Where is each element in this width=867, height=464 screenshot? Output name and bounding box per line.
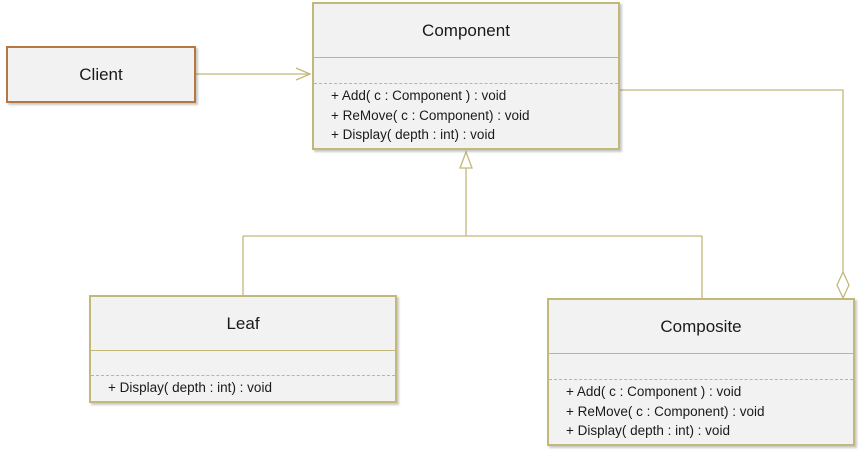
generalization-connector [242, 150, 703, 299]
component-class-box[interactable]: Component + Add( c : Component ) : void … [312, 2, 620, 150]
leaf-method-display: + Display( depth : int) : void [108, 380, 272, 395]
inheritance-triangle-icon [459, 150, 473, 169]
client-class-name: Client [79, 64, 123, 84]
component-attributes [314, 58, 618, 84]
component-class-name: Component [314, 4, 618, 58]
component-methods: + Add( c : Component ) : void + ReMove( … [314, 84, 618, 145]
component-method-add: + Add( c : Component ) : void [331, 88, 507, 103]
component-method-remove: + ReMove( c : Component) : void [331, 107, 530, 123]
composite-methods: + Add( c : Component ) : void + ReMove( … [549, 380, 853, 441]
association-client-component [196, 67, 312, 81]
composite-method-add: + Add( c : Component ) : void [566, 384, 742, 399]
aggregation-diamond-icon [836, 270, 850, 300]
leaf-methods: + Display( depth : int) : void [91, 376, 395, 398]
leaf-class-box[interactable]: Leaf + Display( depth : int) : void [89, 295, 397, 403]
composite-class-name: Composite [549, 300, 853, 354]
composite-method-display: + Display( depth : int) : void [566, 423, 730, 438]
aggregation-composite-component [620, 89, 850, 300]
client-class-box[interactable]: Client [6, 46, 196, 103]
composite-class-box[interactable]: Composite + Add( c : Component ) : void … [547, 298, 855, 446]
leaf-attributes [91, 351, 395, 376]
composite-method-remove: + ReMove( c : Component) : void [566, 403, 765, 419]
composite-attributes [549, 354, 853, 380]
open-arrowhead-icon [295, 67, 312, 81]
component-method-display: + Display( depth : int) : void [331, 127, 495, 142]
leaf-class-name: Leaf [91, 297, 395, 351]
